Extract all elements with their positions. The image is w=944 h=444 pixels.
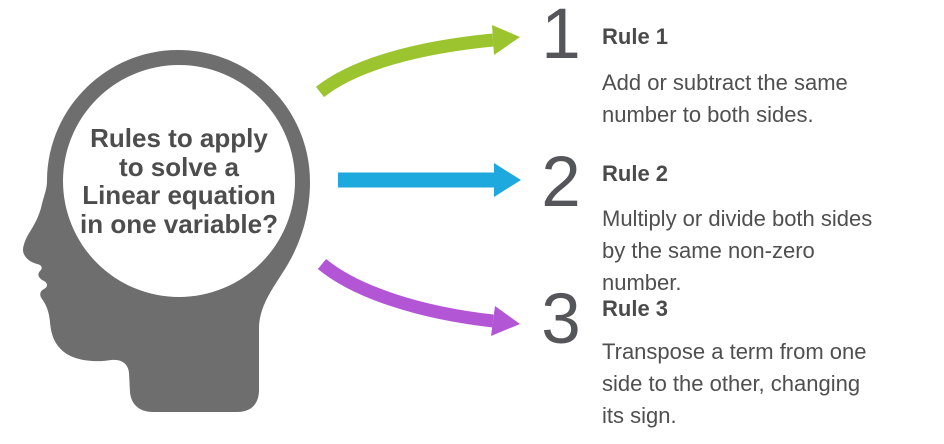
thought-bubble-circle [63, 65, 295, 297]
rule-1-number: 1 [541, 0, 581, 74]
arrow-rule-3-head [491, 306, 520, 336]
arrow-rule-3-shaft [317, 258, 494, 328]
rule-1-title: Rule 1 [602, 24, 669, 49]
rule-3-description-line: side to the other, changing [602, 371, 861, 396]
rule-3-title: Rule 3 [602, 296, 669, 321]
rule-1-description-line: Add or subtract the same [602, 70, 848, 95]
thought-question: Rules to apply to solve a Linear equatio… [79, 124, 279, 238]
arrow-rule-1-shaft [315, 33, 494, 98]
rule-2-description-line: number. [602, 270, 682, 295]
rule-2-description-line: Multiply or divide both sides [602, 206, 873, 231]
rule-3-description-line: Transpose a term from one [602, 339, 867, 364]
rule-2-description-line: by the same non-zero [602, 238, 815, 263]
rule-2-title: Rule 2 [602, 161, 669, 186]
arrow-rule-2-head [494, 163, 521, 197]
rule-1-description: Add or subtract the same number to both … [602, 67, 932, 131]
arrow-rule-1-head [492, 25, 520, 55]
rule-2-number: 2 [541, 143, 581, 222]
thought-question-line: in one variable? [80, 208, 278, 239]
thought-question-line: Rules to apply [90, 123, 268, 153]
rule-3-number: 3 [541, 280, 581, 359]
thought-question-line: to solve a [119, 151, 239, 182]
rule-3-description: Transpose a term from one side to the ot… [602, 336, 932, 432]
rule-3-description-line: its sign. [602, 403, 677, 428]
rule-2-description: Multiply or divide both sides by the sam… [602, 203, 932, 299]
thought-question-line: Linear equation [82, 180, 276, 210]
rule-1-description-line: number to both sides. [602, 102, 814, 127]
